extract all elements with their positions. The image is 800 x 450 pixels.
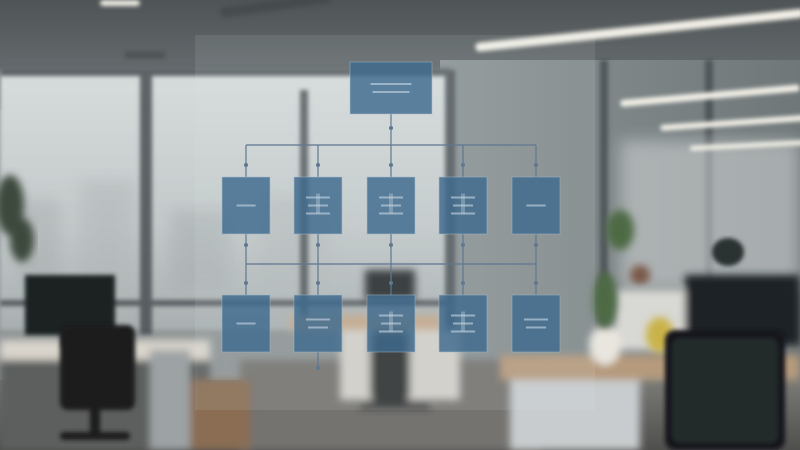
box-text-line — [306, 212, 330, 215]
connector-node — [244, 163, 248, 167]
box-face — [511, 294, 561, 353]
node-box-r2-c5 — [511, 294, 561, 353]
office-chair-icon — [665, 330, 785, 450]
connector-node — [316, 163, 320, 167]
node-box-r1-c1 — [221, 176, 271, 235]
box-text-line — [306, 196, 330, 199]
box-face — [349, 61, 433, 115]
connector-node — [316, 243, 320, 247]
box-glyph — [461, 193, 465, 214]
node-box-r1-c2 — [293, 176, 343, 235]
box-text-line — [379, 196, 403, 199]
box-face — [293, 176, 343, 235]
office-chair-icon — [60, 325, 135, 440]
connector-node — [316, 281, 320, 285]
connector-node — [534, 243, 538, 247]
box-text-line — [451, 314, 475, 317]
box-glyph — [389, 193, 393, 214]
box-text-line — [308, 204, 328, 207]
box-text-line — [372, 91, 410, 93]
box-face — [366, 176, 416, 235]
connector-node — [389, 281, 393, 285]
box-text-line — [453, 204, 473, 207]
box-text-line — [381, 322, 401, 325]
box-text-line — [236, 322, 256, 325]
box-text-line — [524, 318, 548, 321]
connector-node — [316, 366, 320, 370]
box-text-line — [379, 330, 403, 333]
node-box-r2-c2 — [293, 294, 343, 353]
connector-node — [534, 163, 538, 167]
connector-node — [389, 163, 393, 167]
box-text-line — [381, 204, 401, 207]
diagram-boxes — [221, 61, 561, 353]
connector-lines — [244, 114, 538, 370]
box-text-line — [451, 330, 475, 333]
connector-node — [461, 243, 465, 247]
node-box-r1-c4 — [438, 176, 488, 235]
plant-icon — [593, 210, 674, 353]
box-text-line — [306, 318, 330, 321]
box-text-line — [453, 322, 473, 325]
node-box-r1-c5 — [511, 176, 561, 235]
box-glyph — [316, 193, 320, 214]
box-text-line — [308, 326, 328, 329]
connector-node — [389, 243, 393, 247]
node-box-r2-c1 — [221, 294, 271, 353]
node-box-r2-c4 — [438, 294, 488, 353]
box-text-line — [451, 212, 475, 215]
box-text-line — [370, 83, 412, 85]
box-text-line — [379, 314, 403, 317]
connector-node — [461, 163, 465, 167]
box-text-line — [236, 204, 256, 207]
connector-node — [244, 243, 248, 247]
plant-icon — [712, 238, 744, 266]
box-glyph — [389, 311, 393, 332]
connector-node — [461, 281, 465, 285]
box-text-line — [526, 204, 546, 207]
root-box — [349, 61, 433, 115]
connector-node — [534, 281, 538, 285]
box-text-line — [451, 196, 475, 199]
node-box-r2-c3 — [366, 294, 416, 353]
connector-node — [244, 281, 248, 285]
box-text-line — [379, 212, 403, 215]
box-text-line — [526, 326, 546, 329]
node-box-r1-c3 — [366, 176, 416, 235]
box-glyph — [461, 311, 465, 332]
box-face — [293, 294, 343, 353]
plant-icon — [0, 175, 34, 262]
connector-node — [389, 126, 393, 130]
